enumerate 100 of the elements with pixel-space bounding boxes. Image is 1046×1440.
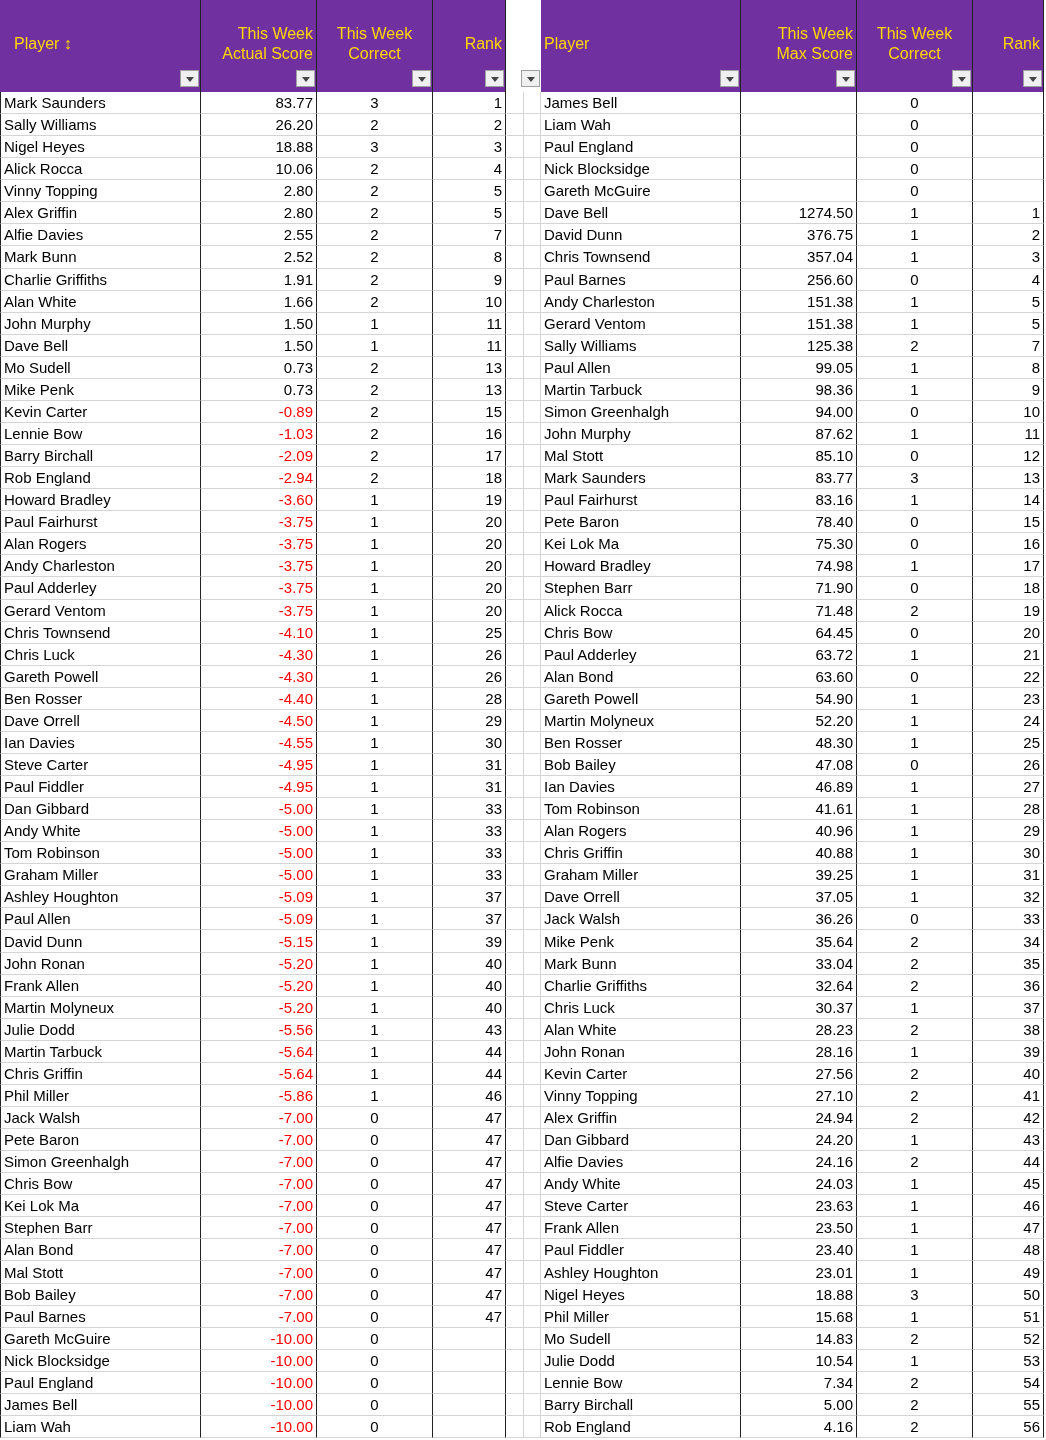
player-name: Martin Molyneux	[541, 709, 741, 732]
rank-value: 20	[433, 599, 506, 622]
rank-value: 37	[433, 886, 506, 909]
actual-score: -5.00	[201, 820, 317, 843]
player-name: Graham Miller	[541, 864, 741, 887]
max-score: 78.40	[741, 511, 857, 534]
actual-score: -5.20	[201, 952, 317, 975]
actual-score: -5.00	[201, 798, 317, 821]
player-name: Gareth McGuire	[0, 1327, 201, 1350]
actual-score: -4.95	[201, 753, 317, 776]
max-score: 23.01	[741, 1261, 857, 1284]
correct-count: 0	[317, 1283, 433, 1306]
player-name: Mark Saunders	[0, 92, 201, 115]
rank-value: 31	[433, 776, 506, 799]
rank-value: 50	[973, 1283, 1044, 1306]
correct-count: 0	[857, 158, 973, 181]
max-score: 52.20	[741, 709, 857, 732]
player-name: Lennie Bow	[541, 1371, 741, 1394]
max-score: 5.00	[741, 1393, 857, 1416]
rank-value: 46	[973, 1195, 1044, 1218]
rank-value: 11	[433, 312, 506, 335]
rank-value: 25	[973, 731, 1044, 754]
rank-value: 47	[433, 1151, 506, 1174]
rank-value: 46	[433, 1084, 506, 1107]
max-score: 32.64	[741, 974, 857, 997]
actual-score: 0.73	[201, 356, 317, 379]
rank-value: 1	[973, 202, 1044, 225]
correct-count: 0	[857, 136, 973, 159]
max-score: 28.16	[741, 1040, 857, 1063]
actual-score: -5.00	[201, 842, 317, 865]
correct-count: 1	[857, 1349, 973, 1372]
rank-value: 4	[433, 158, 506, 181]
rank-value: 19	[973, 599, 1044, 622]
correct-count: 1	[857, 555, 973, 578]
max-score: 151.38	[741, 312, 857, 335]
rank-value: 41	[973, 1084, 1044, 1107]
max-score: 23.50	[741, 1217, 857, 1240]
max-score: 71.48	[741, 599, 857, 622]
player-name: Andy White	[0, 820, 201, 843]
player-name: Phil Miller	[541, 1305, 741, 1328]
max-score: 18.88	[741, 1283, 857, 1306]
player-name: Jack Walsh	[0, 1107, 201, 1130]
correct-count: 2	[317, 180, 433, 203]
player-name: Chris Townsend	[0, 621, 201, 644]
correct-count: 2	[857, 930, 973, 953]
rank-value: 19	[433, 489, 506, 512]
correct-count: 2	[857, 1018, 973, 1041]
actual-score: -3.75	[201, 511, 317, 534]
actual-score: -2.09	[201, 445, 317, 468]
rank-value: 54	[973, 1371, 1044, 1394]
column-header: Rank	[973, 0, 1044, 92]
actual-score: -7.00	[201, 1129, 317, 1152]
max-score: 15.68	[741, 1305, 857, 1328]
correct-count: 1	[317, 643, 433, 666]
correct-count: 1	[857, 1217, 973, 1240]
rank-value: 3	[973, 246, 1044, 269]
player-name: Howard Bradley	[0, 489, 201, 512]
correct-count: 0	[317, 1415, 433, 1438]
rank-value: 33	[973, 908, 1044, 931]
rank-value: 1	[433, 92, 506, 115]
rank-value: 23	[973, 687, 1044, 710]
actual-score: -0.89	[201, 400, 317, 423]
max-score: 37.05	[741, 886, 857, 909]
player-name: Pete Baron	[0, 1129, 201, 1152]
max-score: 40.96	[741, 820, 857, 843]
correct-count: 1	[857, 687, 973, 710]
player-name: Pete Baron	[541, 511, 741, 534]
correct-count: 1	[317, 908, 433, 931]
rank-value: 44	[433, 1062, 506, 1085]
player-name: Steve Carter	[0, 753, 201, 776]
max-score: 24.20	[741, 1129, 857, 1152]
max-score: 376.75	[741, 224, 857, 247]
rank-value: 13	[973, 467, 1044, 490]
correct-count: 0	[857, 92, 973, 115]
rank-value: 21	[973, 643, 1044, 666]
rank-value: 47	[433, 1305, 506, 1328]
player-name: Dan Gibbard	[541, 1129, 741, 1152]
actual-score: -4.50	[201, 709, 317, 732]
max-score: 33.04	[741, 952, 857, 975]
correct-count: 0	[857, 908, 973, 931]
correct-count: 1	[317, 842, 433, 865]
max-score: 87.62	[741, 422, 857, 446]
player-name: David Dunn	[0, 930, 201, 953]
max-score: 1274.50	[741, 202, 857, 225]
correct-count: 2	[317, 422, 433, 446]
correct-count: 0	[857, 114, 973, 137]
rank-value: 37	[973, 996, 1044, 1019]
correct-count: 1	[317, 1062, 433, 1085]
rank-value: 27	[973, 776, 1044, 799]
player-name: Alex Griffin	[0, 202, 201, 225]
player-name: Gareth Powell	[541, 687, 741, 710]
player-name: Gareth McGuire	[541, 180, 741, 203]
player-name: Paul England	[0, 1371, 201, 1394]
rank-value: 30	[973, 842, 1044, 865]
correct-count: 2	[857, 1415, 973, 1438]
max-score: 75.30	[741, 533, 857, 556]
correct-count: 1	[317, 511, 433, 534]
correct-count: 2	[857, 974, 973, 997]
correct-count: 0	[857, 533, 973, 556]
rank-value: 5	[433, 180, 506, 203]
